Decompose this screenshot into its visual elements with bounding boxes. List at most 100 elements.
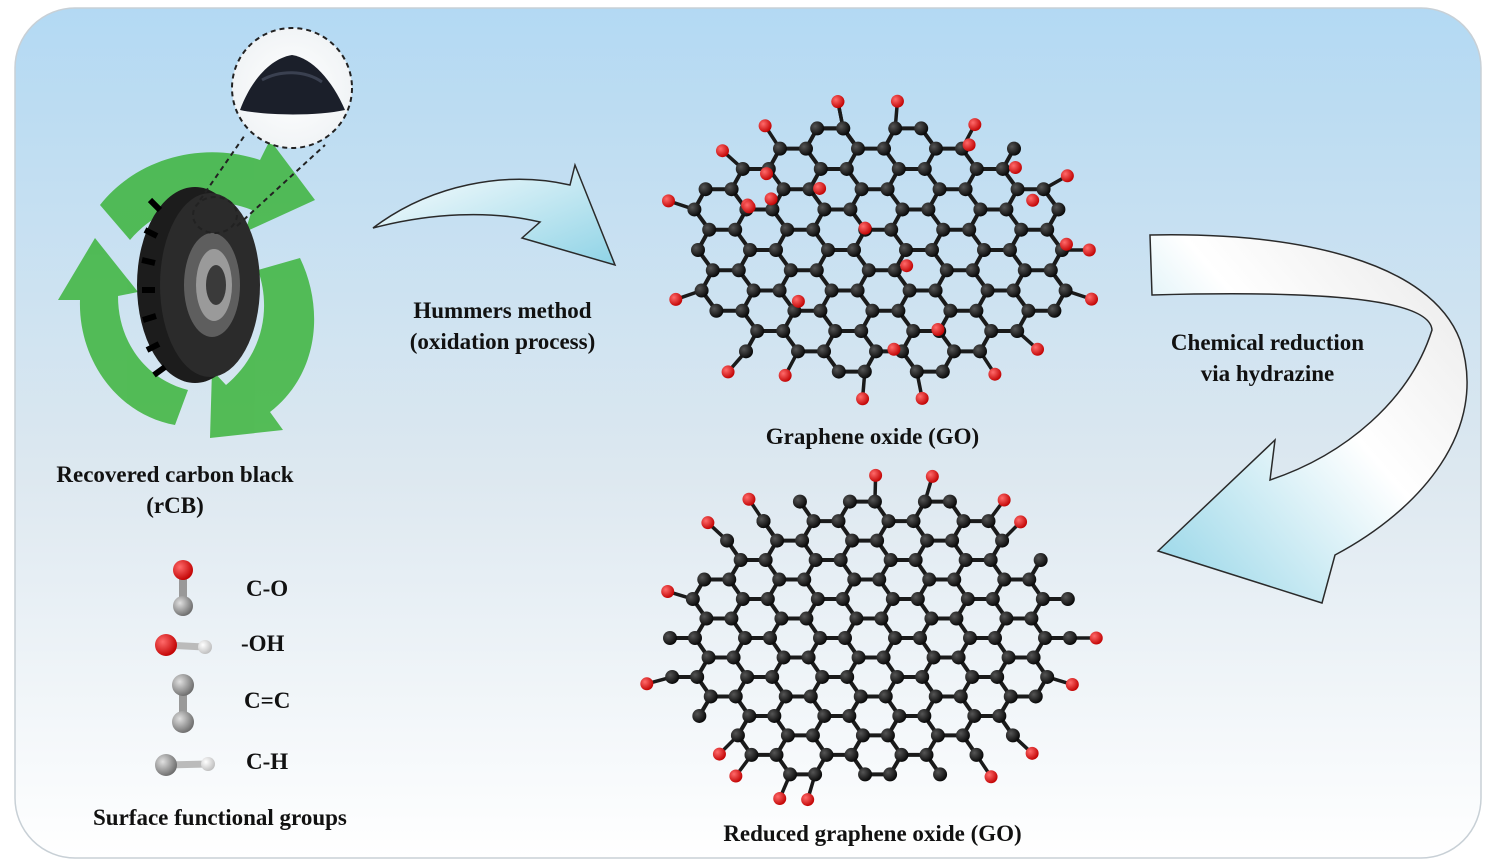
- carbon-atom: [1014, 222, 1029, 237]
- carbon-atom: [1043, 263, 1058, 278]
- carbon-atom: [842, 494, 857, 509]
- carbon-atom: [1051, 202, 1066, 217]
- carbon-atom: [919, 747, 934, 762]
- carbon-atom: [942, 494, 957, 509]
- carbon-atom: [815, 669, 830, 684]
- carbon-atom: [930, 728, 945, 743]
- carbon-atom: [763, 631, 777, 645]
- oxygen-atom: [742, 492, 756, 506]
- c-h-bond-icon: [155, 754, 215, 776]
- oh-bond-icon: [155, 634, 212, 656]
- carbon-atom: [770, 533, 785, 548]
- oxygen-atom: [1026, 193, 1040, 207]
- carbon-powder-icon: [231, 27, 353, 149]
- carbon-atom: [772, 572, 787, 587]
- carbon-atom: [853, 689, 868, 704]
- carbon-atom: [730, 728, 745, 743]
- carbon-atom: [850, 283, 865, 298]
- oxygen-atom: [801, 793, 815, 807]
- carbon-atom: [739, 344, 754, 359]
- carbon-atom: [884, 222, 899, 237]
- carbon-atom: [774, 611, 789, 626]
- oxygen-atom: [1014, 515, 1028, 529]
- carbon-atom: [791, 344, 806, 359]
- carbon-atom: [933, 767, 948, 782]
- carbon-atom: [722, 572, 737, 587]
- carbon-atom: [780, 222, 795, 237]
- carbon-atom: [965, 263, 980, 278]
- carbon-atom: [801, 650, 816, 665]
- carbon-atom: [891, 161, 906, 176]
- oxygen-atom: [729, 769, 743, 783]
- carbon-atom: [792, 494, 807, 509]
- legend-label-c-c: C=C: [244, 688, 291, 713]
- carbon-atom: [783, 263, 798, 278]
- carbon-atom: [992, 708, 1007, 723]
- reduction-arrow: [1149, 234, 1468, 604]
- carbon-atom: [1006, 141, 1021, 156]
- carbon-atom: [802, 182, 817, 197]
- oxygen-atom: [858, 221, 872, 235]
- oxygen-atom: [1089, 631, 1103, 645]
- carbon-atom: [872, 572, 887, 587]
- carbon-atom: [808, 767, 823, 782]
- carbon-atom: [870, 533, 885, 548]
- oxygen-atom: [869, 468, 883, 482]
- carbon-atom: [813, 161, 828, 176]
- carbon-atom: [838, 631, 852, 645]
- carbon-atom: [890, 669, 905, 684]
- carbon-atom: [861, 263, 876, 278]
- carbon-atom: [869, 344, 884, 359]
- carbon-atom: [776, 182, 791, 197]
- carbon-atoms: [687, 121, 1073, 379]
- carbon-atom: [742, 708, 757, 723]
- carbon-atom: [709, 303, 724, 318]
- carbon-atom: [842, 708, 857, 723]
- carbon-atom: [703, 689, 718, 704]
- carbon-atom: [969, 747, 984, 762]
- carbon-atom: [690, 669, 705, 684]
- carbon-atom: [728, 222, 743, 237]
- oxygen-atom: [758, 119, 772, 133]
- tire-icon: [137, 187, 260, 383]
- carbon-atom: [999, 611, 1014, 626]
- reduction-label-line2: via hydrazine: [1200, 361, 1335, 386]
- carbon-atom: [1021, 303, 1036, 318]
- carbon-atom: [740, 669, 755, 684]
- hummers-method-label: Hummers method (oxidation process): [380, 295, 625, 357]
- carbon-atom: [735, 592, 750, 607]
- rcb-label: Recovered carbon black (rCB): [20, 459, 330, 521]
- carbon-atom: [969, 161, 984, 176]
- carbon-atom: [995, 533, 1010, 548]
- reduction-label-line1: Chemical reduction: [1170, 330, 1365, 355]
- carbon-atom: [1060, 592, 1075, 607]
- carbon-atom: [809, 263, 824, 278]
- oxygen-atom: [661, 194, 675, 208]
- reduced-graphene-oxide-label: Reduced graphene oxide (GO): [723, 821, 1022, 846]
- carbon-atom: [691, 243, 705, 257]
- carbon-atom: [951, 650, 966, 665]
- carbon-atom: [819, 747, 834, 762]
- carbon-atom: [835, 592, 850, 607]
- carbon-atom: [843, 202, 858, 217]
- carbon-atom: [758, 553, 773, 568]
- carbon-atom: [765, 202, 780, 217]
- carbon-atom: [756, 514, 771, 529]
- carbon-atom: [813, 631, 827, 645]
- c-o-bond-icon: [173, 560, 193, 616]
- carbon-atom: [928, 689, 943, 704]
- carbon-atom: [1024, 611, 1039, 626]
- hummers-label-line1: Hummers method: [413, 298, 592, 323]
- carbon-atom: [977, 243, 991, 257]
- carbon-atom: [724, 611, 739, 626]
- carbon-atom: [956, 514, 971, 529]
- carbon-atom: [917, 494, 932, 509]
- oxygen-atom: [1059, 237, 1073, 251]
- carbon-atom: [999, 202, 1014, 217]
- legend-label-c-h: C-H: [246, 749, 289, 774]
- carbon-atom: [855, 728, 870, 743]
- carbon-atom: [821, 243, 835, 257]
- carbon-atom: [831, 514, 846, 529]
- carbon-atom: [960, 592, 975, 607]
